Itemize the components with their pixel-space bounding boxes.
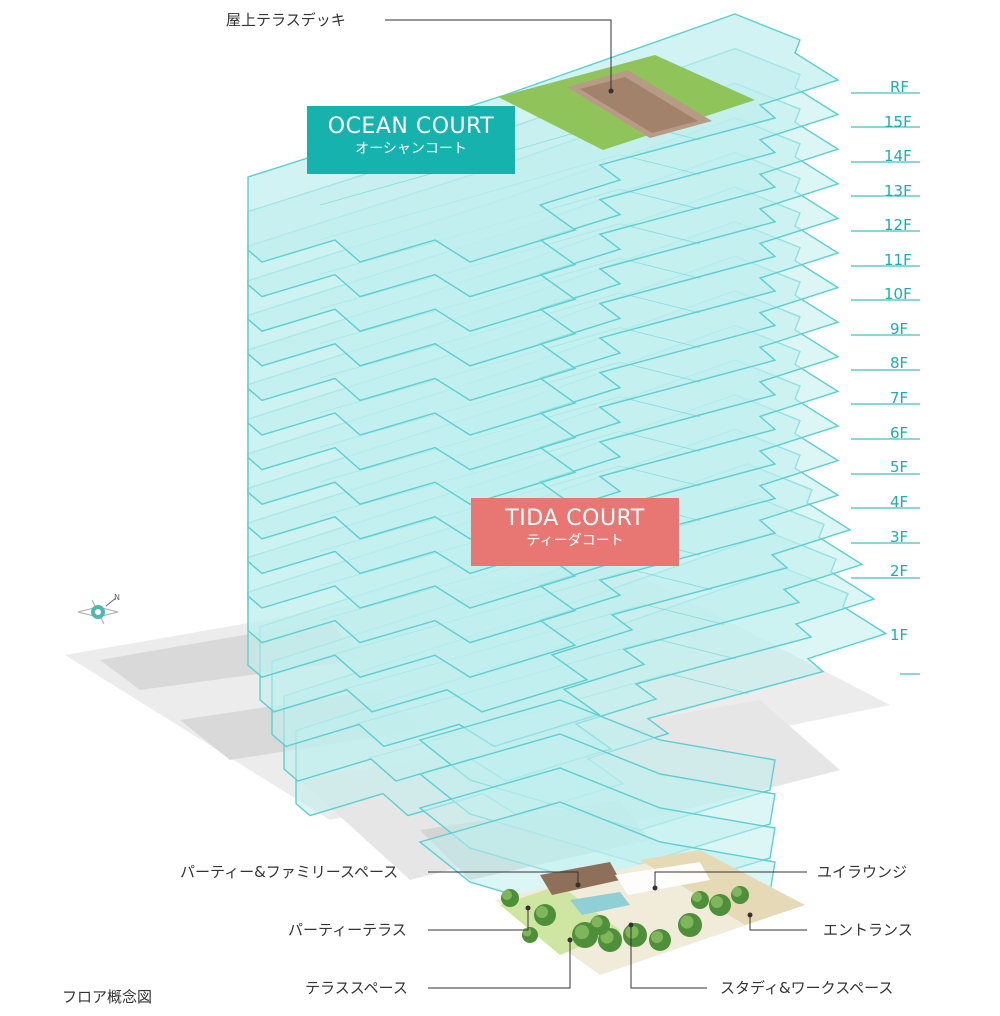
callout-party-terrace: パーティーテラス <box>288 921 407 939</box>
tree-highlight <box>574 924 590 940</box>
tree-highlight <box>732 887 742 897</box>
floor-label-3f: 3F <box>890 528 909 546</box>
floor-label-9f: 9F <box>890 320 909 338</box>
leader-lines <box>385 19 807 989</box>
tida-court-name: TIDA COURT <box>505 506 645 531</box>
trees <box>501 886 749 952</box>
callout-terrace-space: テラススペース <box>305 979 408 997</box>
tree-highlight <box>591 916 603 928</box>
floor-label-11f: 11F <box>884 251 912 269</box>
tree-highlight <box>692 892 702 902</box>
callout-study-work-space: スタディ&ワークスペース <box>720 979 894 997</box>
floor-label-13f: 13F <box>884 182 912 200</box>
floor-label-8f: 8F <box>890 354 909 372</box>
callout-yui-lounge: ユイラウンジ <box>817 863 908 881</box>
tree-highlight <box>680 915 694 929</box>
floor-label-12f: 12F <box>884 216 912 234</box>
floor-label-2f: 2F <box>890 562 909 580</box>
floor-level-lines <box>851 92 920 675</box>
compass-rose-icon: N <box>77 593 120 625</box>
ground-landscape <box>495 850 805 975</box>
svg-text:N: N <box>114 593 120 602</box>
floor-label-4f: 4F <box>890 493 909 511</box>
floor-label-rf: RF <box>890 78 910 96</box>
figure-caption: フロア概念図 <box>62 988 153 1006</box>
floor-label-10f: 10F <box>884 285 912 303</box>
ocean-court-name: OCEAN COURT <box>327 114 495 139</box>
floor-label-5f: 5F <box>890 458 909 476</box>
tree-highlight <box>502 890 512 900</box>
floor-label-1f: 1F <box>890 626 909 644</box>
tree-highlight <box>650 930 664 944</box>
floor-label-14f: 14F <box>884 147 912 165</box>
callout-party-family-space: パーティー&ファミリースペース <box>180 863 399 881</box>
ocean-court-badge: OCEAN COURT オーシャンコート <box>307 106 515 174</box>
tree-highlight <box>625 925 639 939</box>
tida-court-kana: ティーダコート <box>526 533 624 549</box>
tree-highlight <box>522 927 532 937</box>
tree-highlight <box>535 905 549 919</box>
floor-label-15f: 15F <box>884 113 912 131</box>
ocean-court-kana: オーシャンコート <box>355 141 467 157</box>
callout-entrance: エントランス <box>823 921 913 939</box>
floor-label-7f: 7F <box>890 389 909 407</box>
tida-court-badge: TIDA COURT ティーダコート <box>471 498 679 566</box>
floor-label-6f: 6F <box>890 424 909 442</box>
leader-dots <box>525 88 753 943</box>
callout-rooftop-deck: 屋上テラスデッキ <box>226 11 346 29</box>
tree-highlight <box>710 895 724 909</box>
